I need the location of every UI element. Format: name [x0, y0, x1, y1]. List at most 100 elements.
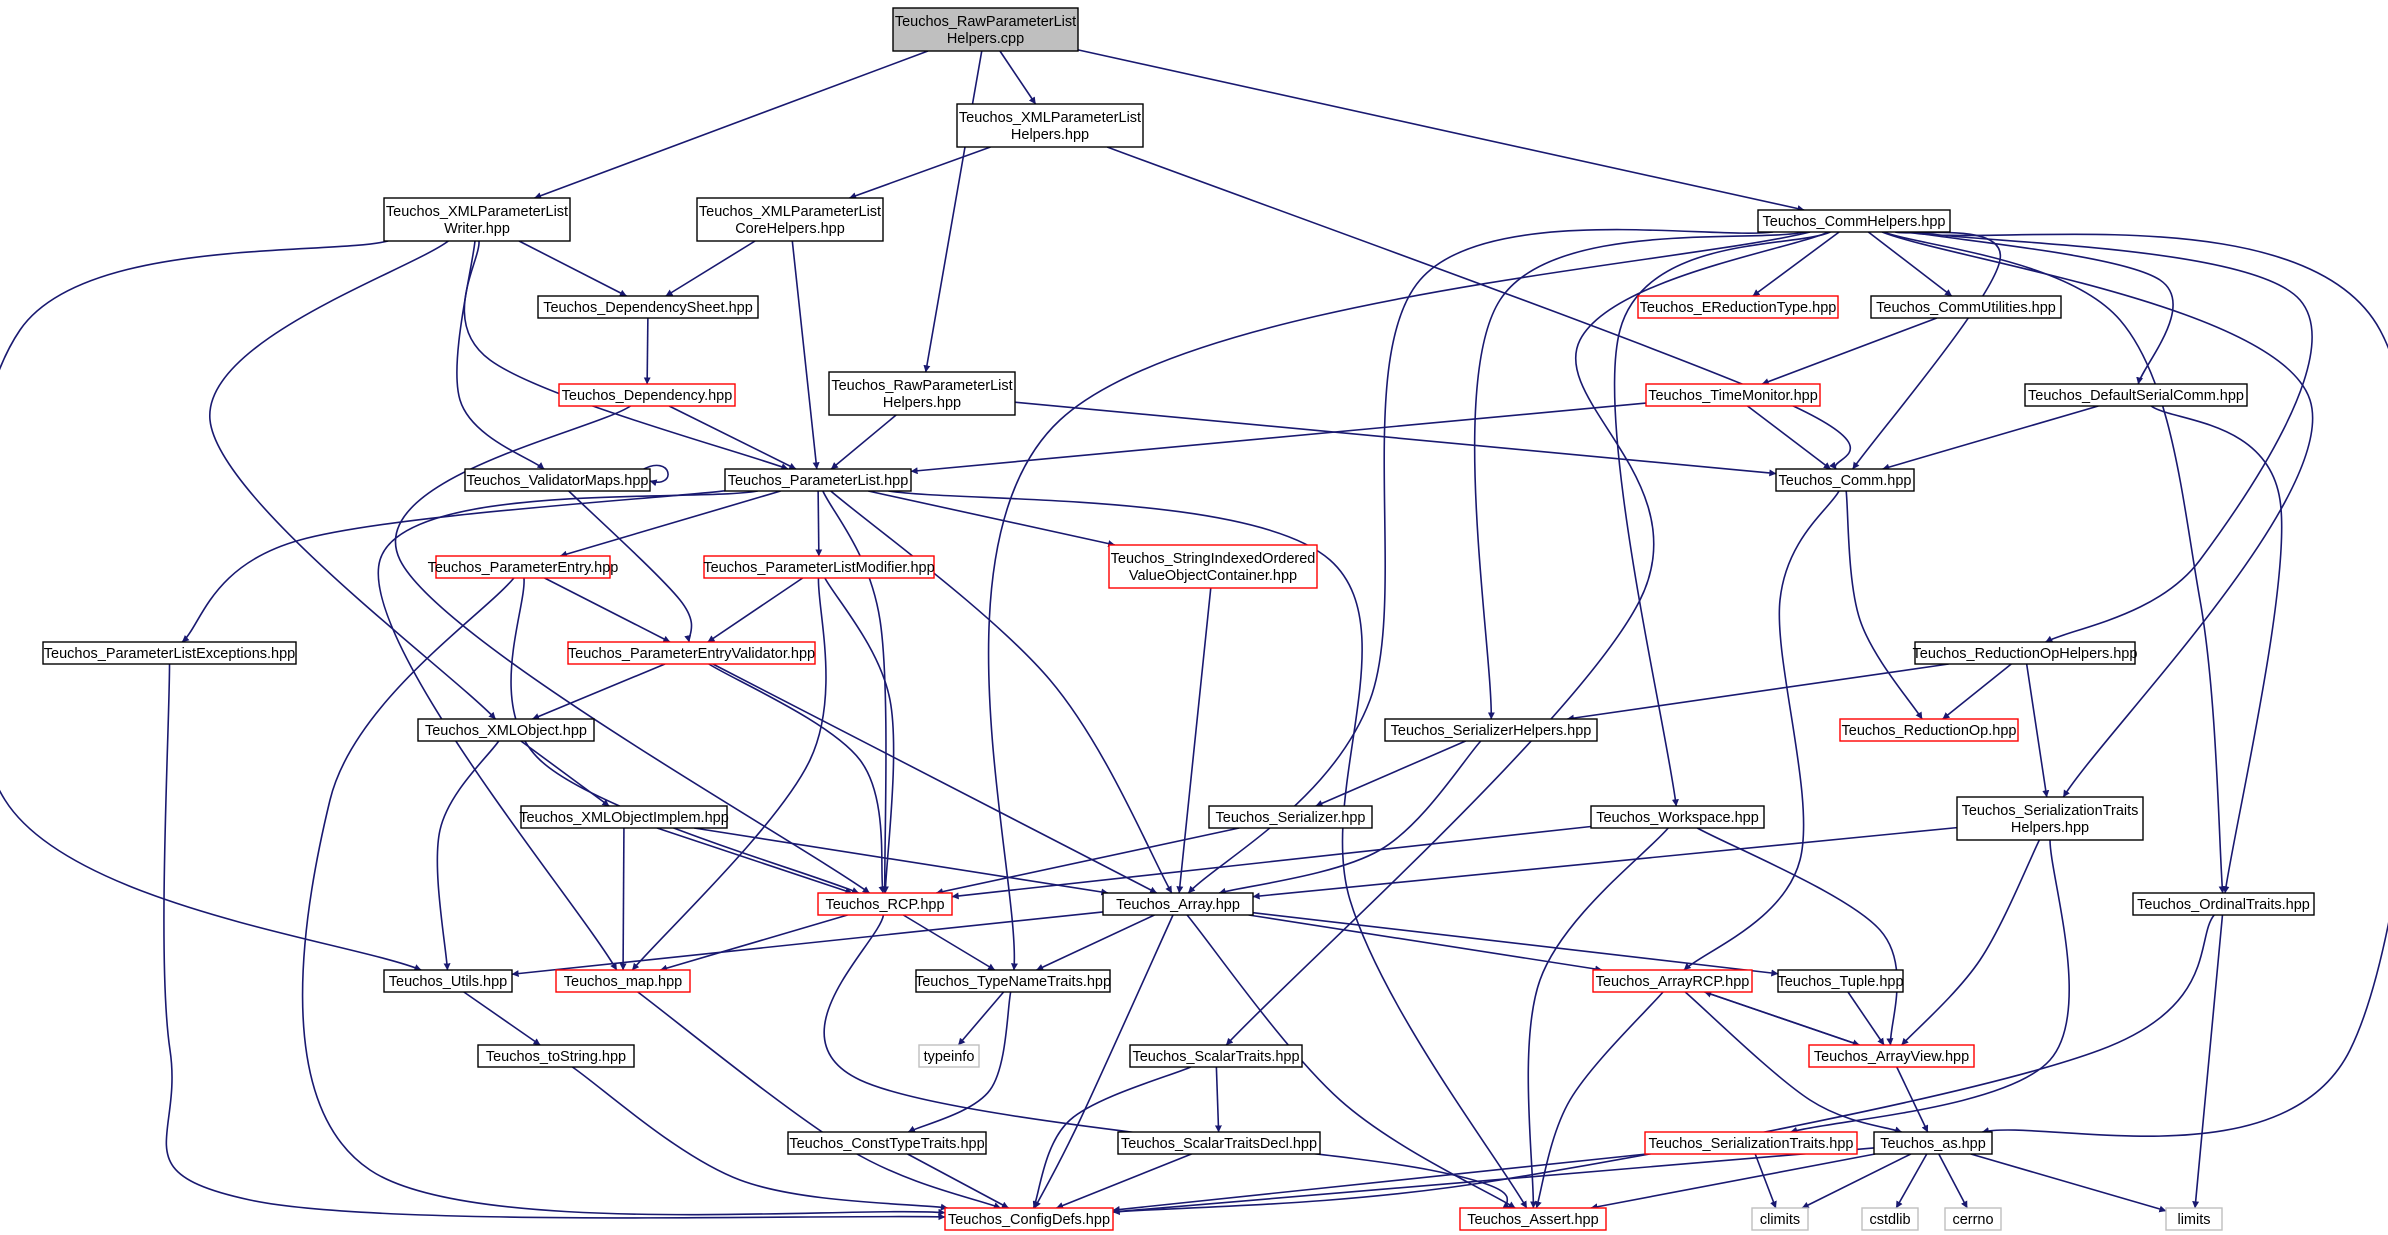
- node-ereduction[interactable]: Teuchos_EReductionType.hpp: [1637, 295, 1839, 319]
- node-ordinaltraits[interactable]: Teuchos_OrdinalTraits.hpp: [2132, 892, 2315, 916]
- node-label: climits: [1760, 1212, 1800, 1228]
- node-xmlobjimpl[interactable]: Teuchos_XMLObjectImplem.hpp: [519, 805, 729, 829]
- edge-paramentry-to-configdefs: [301, 577, 946, 1216]
- node-label: Teuchos_XMLParameterList: [959, 110, 1141, 126]
- node-label: Writer.hpp: [444, 221, 510, 237]
- node-label: Teuchos_Serializer.hpp: [1216, 810, 1366, 826]
- node-serializer[interactable]: Teuchos_Serializer.hpp: [1208, 805, 1373, 829]
- node-as[interactable]: Teuchos_as.hpp: [1873, 1131, 1993, 1155]
- node-label: Teuchos_CommHelpers.hpp: [1763, 214, 1946, 230]
- edge-consttypetraits-to-configdefs: [907, 1153, 1009, 1209]
- node-paramlist[interactable]: Teuchos_ParameterList.hpp: [724, 468, 912, 492]
- edge-dependency-to-rcp: [394, 405, 870, 894]
- edge-sertraits-to-configdefs: [1112, 1153, 1647, 1213]
- node-box: [1861, 1207, 1919, 1231]
- node-consttypetraits[interactable]: Teuchos_ConstTypeTraits.hpp: [787, 1131, 987, 1155]
- edge-paramlist-to-rcp: [822, 490, 889, 894]
- node-label: Teuchos_XMLObjectImplem.hpp: [519, 810, 729, 826]
- node-box: [1870, 295, 2062, 319]
- node-box: [787, 1131, 987, 1155]
- node-commhelpers[interactable]: Teuchos_CommHelpers.hpp: [1757, 209, 1951, 233]
- node-box: [477, 1044, 635, 1068]
- node-configdefs[interactable]: Teuchos_ConfigDefs.hpp: [944, 1207, 1114, 1231]
- node-label: limits: [2177, 1212, 2210, 1228]
- edge-paramlist-to-array: [830, 490, 1173, 894]
- node-box: [537, 295, 759, 319]
- node-pevalidator[interactable]: Teuchos_ParameterEntryValidator.hpp: [567, 641, 816, 665]
- node-label: Teuchos_XMLObject.hpp: [425, 723, 587, 739]
- node-label: Teuchos_Array.hpp: [1116, 897, 1240, 913]
- node-tuple[interactable]: Teuchos_Tuple.hpp: [1777, 969, 1904, 993]
- edge-paramlist-to-map: [377, 490, 758, 971]
- node-tostring[interactable]: Teuchos_toString.hpp: [477, 1044, 635, 1068]
- node-commutil[interactable]: Teuchos_CommUtilities.hpp: [1870, 295, 2062, 319]
- node-plmodifier[interactable]: Teuchos_ParameterListModifier.hpp: [703, 555, 935, 579]
- node-plexceptions[interactable]: Teuchos_ParameterListExceptions.hpp: [42, 641, 297, 665]
- edge-rcp-to-map: [660, 914, 848, 972]
- edge-commhelpers-to-workspace: [1613, 231, 1831, 807]
- node-dependency[interactable]: Teuchos_Dependency.hpp: [558, 383, 736, 407]
- node-label: Helpers.hpp: [883, 395, 961, 411]
- node-rcp[interactable]: Teuchos_RCP.hpp: [817, 892, 953, 916]
- node-arrayview[interactable]: Teuchos_ArrayView.hpp: [1808, 1044, 1975, 1068]
- edge-depsheet-to-dependency: [643, 317, 651, 385]
- node-label: cerrno: [1952, 1212, 1993, 1228]
- node-label: Helpers.hpp: [1011, 127, 1089, 143]
- edge-paramlist-to-plexceptions: [181, 489, 726, 643]
- node-depsheet[interactable]: Teuchos_DependencySheet.hpp: [537, 295, 759, 319]
- node-label: Teuchos_XMLParameterList: [699, 204, 881, 220]
- edge-array-to-utils: [511, 911, 1104, 978]
- edge-reductionophelpers-to-reductionop: [1942, 663, 2012, 720]
- node-map[interactable]: Teuchos_map.hpp: [555, 969, 691, 993]
- node-validatormaps[interactable]: Teuchos_ValidatorMaps.hpp: [464, 468, 651, 492]
- edge-defserialcomm-to-comm: [1882, 405, 2099, 471]
- node-comm[interactable]: Teuchos_Comm.hpp: [1775, 468, 1915, 492]
- node-label: Teuchos_toString.hpp: [486, 1049, 626, 1065]
- node-arrayrcp[interactable]: Teuchos_ArrayRCP.hpp: [1592, 969, 1753, 993]
- node-array[interactable]: Teuchos_Array.hpp: [1102, 892, 1254, 916]
- node-sertraits[interactable]: Teuchos_SerializationTraits.hpp: [1644, 1131, 1858, 1155]
- edge-arrayrcp-to-as: [1684, 991, 1902, 1134]
- node-workspace[interactable]: Teuchos_Workspace.hpp: [1590, 805, 1765, 829]
- node-box: [1592, 969, 1753, 993]
- node-label: Teuchos_ScalarTraitsDecl.hpp: [1121, 1136, 1317, 1152]
- edge-commhelpers-to-reductionophelpers: [1915, 231, 2313, 643]
- node-box: [1459, 1207, 1607, 1231]
- edge-workspace-to-arrayview: [1696, 827, 1898, 1046]
- node-reductionop[interactable]: Teuchos_ReductionOp.hpp: [1839, 718, 2019, 742]
- edge-map-to-configdefs: [637, 991, 1001, 1209]
- edge-rcp-to-typenametraits: [902, 914, 996, 971]
- edge-scalartraits-to-configdefs: [1032, 1066, 1192, 1209]
- edge-scalartraitsdecl-to-configdefs: [1056, 1153, 1192, 1209]
- edge-paramentry-to-pevalidator: [544, 577, 671, 643]
- edge-commhelpers-to-sertraitshelpers: [1881, 231, 2314, 798]
- edge-as-to-cerrno: [1938, 1153, 1968, 1209]
- node-scalartraitsdecl[interactable]: Teuchos_ScalarTraitsDecl.hpp: [1117, 1131, 1321, 1155]
- node-assert[interactable]: Teuchos_Assert.hpp: [1459, 1207, 1607, 1231]
- node-xmlobject[interactable]: Teuchos_XMLObject.hpp: [417, 718, 595, 742]
- node-stringindexed[interactable]: Teuchos_StringIndexedOrderedValueObjectC…: [1108, 544, 1318, 589]
- node-box: [724, 468, 912, 492]
- node-paramentry[interactable]: Teuchos_ParameterEntry.hpp: [428, 555, 619, 579]
- edge-sertraitshelpers-to-array: [1252, 826, 1958, 900]
- node-typenametraits[interactable]: Teuchos_TypeNameTraits.hpp: [915, 969, 1111, 993]
- node-reductionophelpers[interactable]: Teuchos_ReductionOpHelpers.hpp: [1913, 641, 2138, 665]
- edge-xmlplw-to-xmlobject: [209, 240, 497, 720]
- edge-xmlplw-to-paramlist: [463, 240, 789, 471]
- node-defserialcomm[interactable]: Teuchos_DefaultSerialComm.hpp: [2024, 383, 2248, 407]
- node-serializerhelpers[interactable]: Teuchos_SerializerHelpers.hpp: [1384, 718, 1598, 742]
- node-timemonitor[interactable]: Teuchos_TimeMonitor.hpp: [1645, 383, 1821, 407]
- edge-arrayrcp-to-assert: [1535, 991, 1664, 1209]
- edge-comm-to-arrayrcp: [1683, 490, 1840, 971]
- edge-ordinaltraits-to-limits: [2192, 914, 2224, 1209]
- node-typeinfo: typeinfo: [918, 1044, 980, 1068]
- node-box: [1129, 1044, 1303, 1068]
- node-utils[interactable]: Teuchos_Utils.hpp: [383, 969, 513, 993]
- node-scalartraits[interactable]: Teuchos_ScalarTraits.hpp: [1129, 1044, 1303, 1068]
